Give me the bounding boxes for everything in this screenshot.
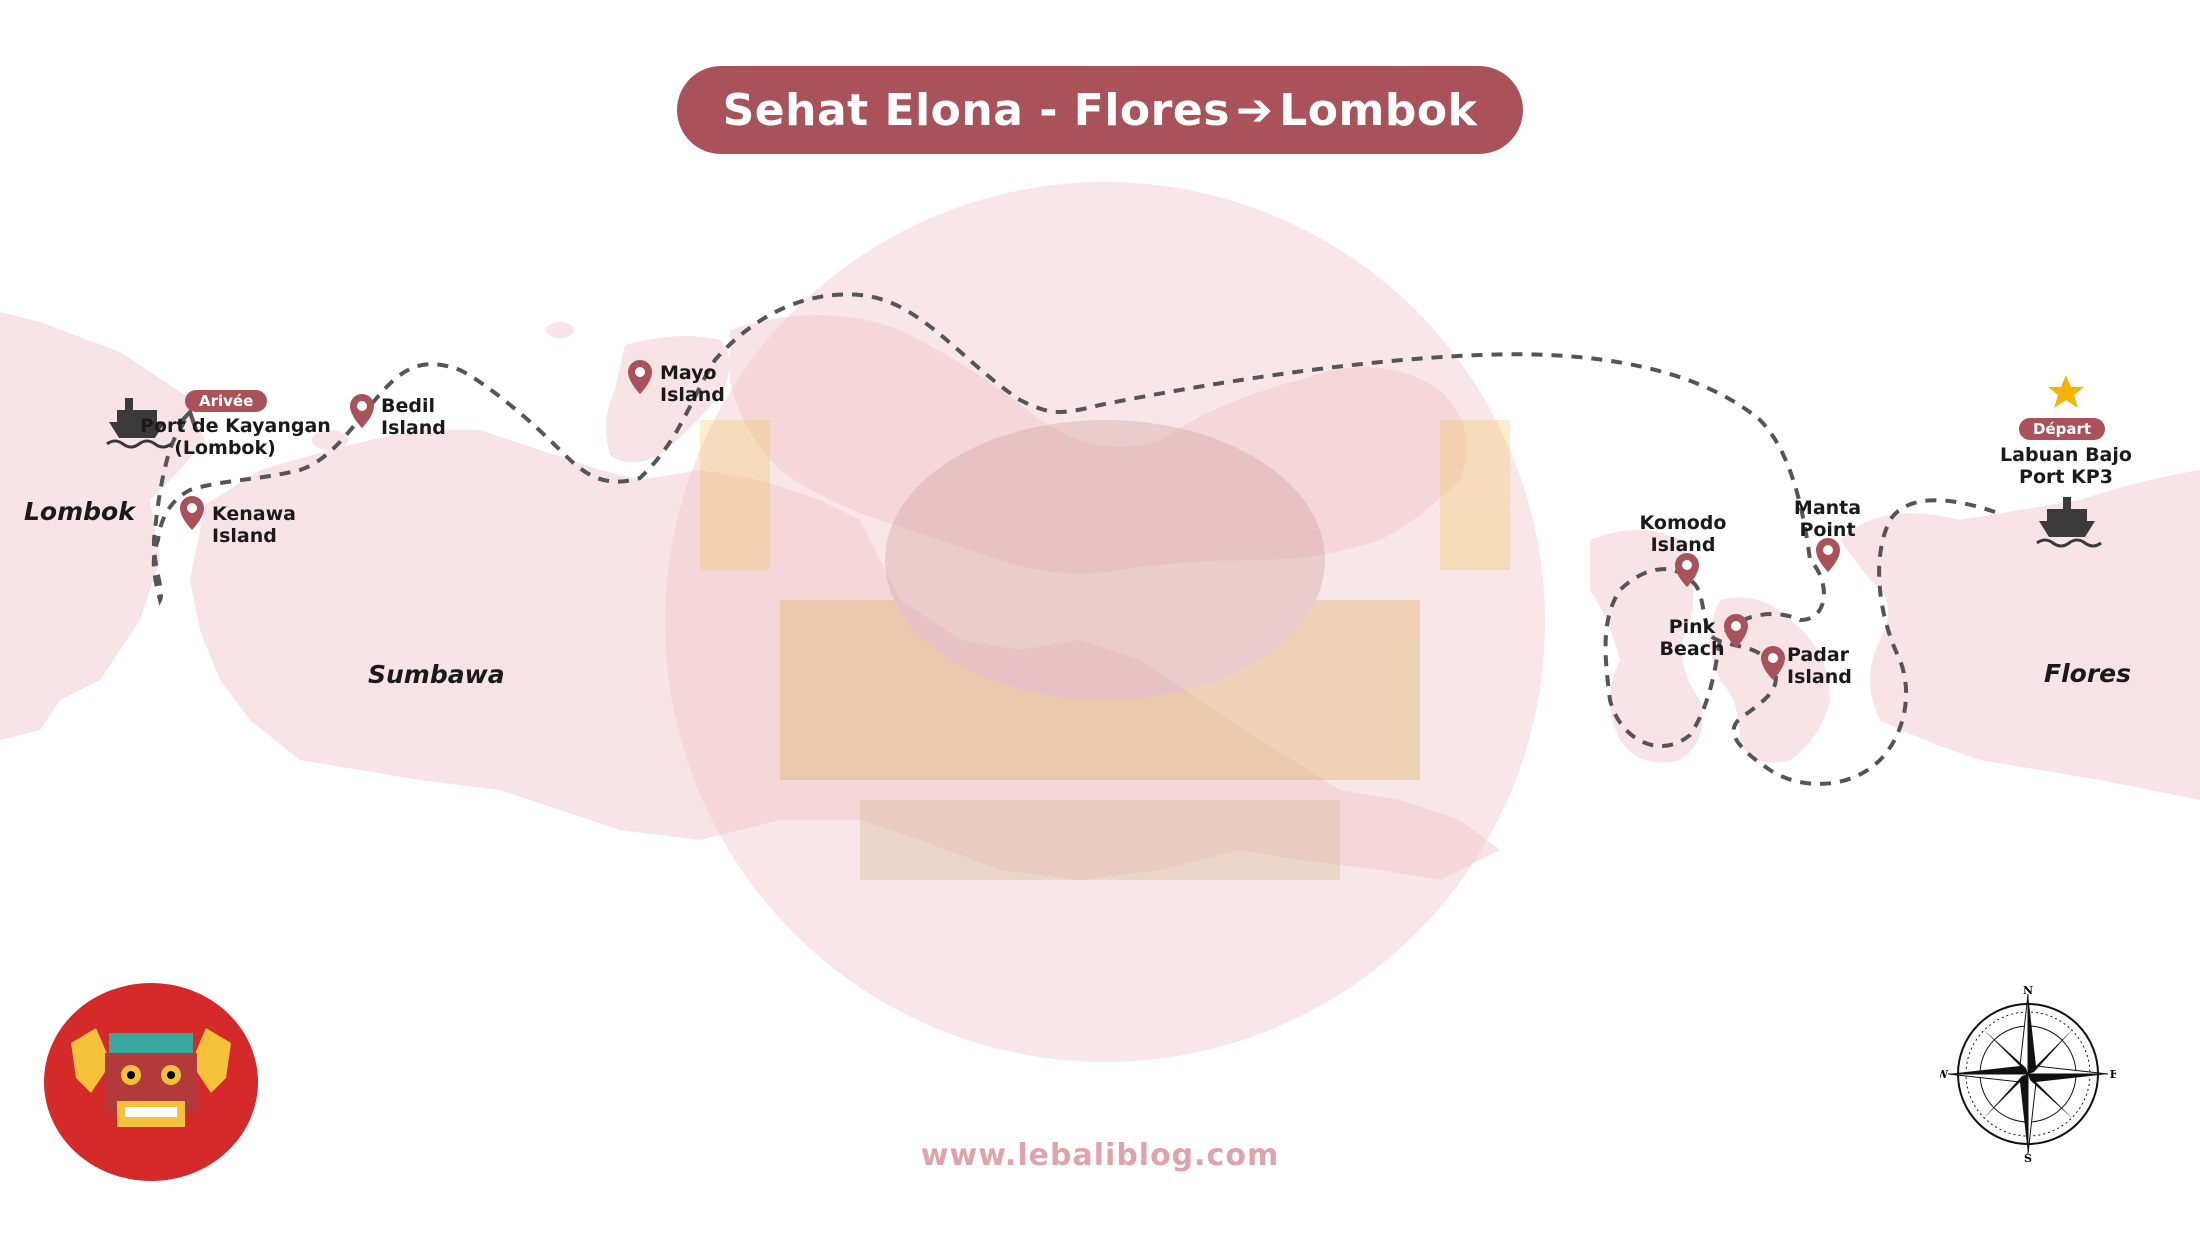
label-kenawa-island: Kenawa Island — [212, 503, 296, 547]
place-name: Padar — [1787, 644, 1850, 666]
region-sumbawa: Sumbawa — [368, 660, 505, 689]
place-name-sub: Point — [1799, 519, 1856, 541]
region-flores: Flores — [2044, 659, 2131, 688]
map-pin-icon — [180, 496, 204, 530]
place-name-sub: Beach — [1659, 638, 1725, 660]
label-labuan-bajo: Labuan Bajo Port KP3 — [1996, 444, 2136, 488]
label-port-kayangan: Port de Kayangan (Lombok) — [140, 415, 331, 459]
place-name: Port de Kayangan — [140, 415, 331, 437]
label-mayo-island: Mayo Island — [660, 362, 725, 406]
map-pin-icon — [628, 360, 652, 394]
ship-icon — [2036, 497, 2102, 548]
place-name: Manta — [1793, 497, 1862, 519]
map-pin-icon — [1675, 553, 1699, 587]
arrow-right-icon: ➔ — [1235, 84, 1274, 136]
map-pin-icon — [350, 394, 374, 428]
label-bedil-island: Bedil Island — [381, 395, 446, 439]
place-name-sub: Port KP3 — [2019, 466, 2113, 488]
place-name: Mayo — [660, 362, 717, 384]
place-name-sub: (Lombok) — [174, 437, 276, 459]
place-name-sub: Island — [660, 384, 725, 406]
compass-rose-icon: N S E W — [1940, 986, 2116, 1162]
place-name-sub: Island — [1787, 666, 1852, 688]
map-pin-icon — [1816, 538, 1840, 572]
ship-icon — [106, 398, 172, 449]
region-lombok: Lombok — [24, 497, 135, 526]
star-icon — [2048, 375, 2084, 408]
komodo-area — [1590, 530, 1703, 763]
map-pin-icon — [1761, 646, 1785, 680]
place-name: Komodo — [1639, 512, 1727, 534]
svg-text:E: E — [2110, 1068, 2116, 1081]
sumbawa-island — [190, 430, 1500, 880]
label-komodo-island: Komodo Island — [1628, 512, 1738, 556]
flores-island — [1840, 470, 2200, 800]
departure-badge: Départ — [2019, 418, 2106, 440]
map-pin-icon — [1724, 614, 1748, 648]
route-arrowhead — [176, 408, 198, 431]
label-padar-island: Padar Island — [1787, 644, 1852, 688]
route-path — [151, 292, 1996, 786]
svg-text:N: N — [2023, 986, 2033, 997]
place-name: Labuan Bajo — [2000, 444, 2132, 466]
place-name: Kenawa — [212, 503, 296, 525]
place-name-sub: Island — [381, 417, 446, 439]
place-name-sub: Island — [212, 525, 277, 547]
background-watermark — [665, 182, 1545, 1062]
svg-text:S: S — [2024, 1152, 2032, 1162]
label-pink-beach: Pink Beach — [1652, 616, 1732, 660]
title-destination: Lombok — [1279, 84, 1478, 136]
barong-mask-logo — [44, 983, 258, 1181]
place-name: Pink — [1668, 616, 1716, 638]
place-name: Bedil — [381, 395, 435, 417]
map-title: Sehat Elona - Flores ➔ Lombok — [677, 66, 1523, 154]
website-url: www.lebaliblog.com — [920, 1138, 1280, 1173]
title-origin: Sehat Elona - Flores — [722, 84, 1230, 136]
arrival-badge: Arivée — [185, 390, 268, 412]
place-name-sub: Island — [1650, 534, 1716, 556]
label-manta-point: Manta Point — [1775, 497, 1880, 541]
map-pins — [180, 360, 1840, 680]
svg-text:W: W — [1940, 1068, 1949, 1081]
